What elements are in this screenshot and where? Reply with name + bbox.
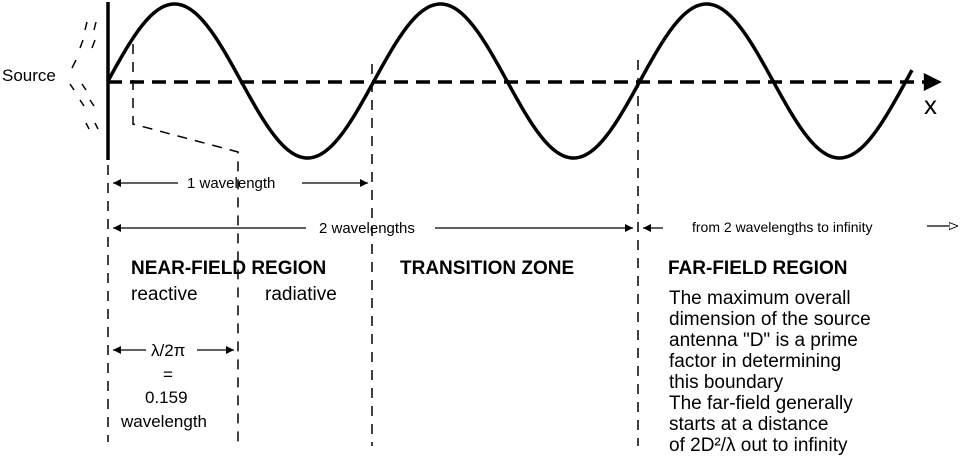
reactive-boundary-formula: λ/2π (151, 341, 186, 360)
description-line: of 2D²/λ out to infinity (669, 435, 848, 456)
transition-zone-title: TRANSITION ZONE (400, 258, 575, 279)
x-axis-label: x (924, 90, 937, 120)
reactive-label: reactive (131, 284, 198, 305)
one-wavelength-label: 1 wavelength (187, 175, 276, 192)
far-field-description: The maximum overall dimension of the sou… (669, 288, 871, 456)
two-wavelengths-label: 2 wavelengths (319, 220, 415, 237)
near-field-title: NEAR-FIELD REGION (131, 258, 327, 279)
description-line: factor in determining (669, 351, 842, 372)
boundary-reactive-radiative (132, 44, 239, 442)
reactive-boundary-equals: = (163, 365, 173, 384)
description-line: The maximum overall (669, 288, 851, 309)
reactive-boundary-unit: wavelength (121, 412, 208, 431)
source-label: Source (2, 66, 56, 85)
reactive-boundary-value: 0.159 (145, 388, 188, 407)
description-line: The far-field generally (669, 393, 853, 414)
radiative-label: radiative (265, 284, 337, 305)
source-emission-dashes (69, 21, 99, 130)
far-range-label: from 2 wavelengths to infinity (692, 219, 873, 235)
description-line: starts at a distance (669, 414, 829, 435)
description-line: antenna "D" is a prime (669, 330, 858, 351)
description-line: dimension of the source (669, 309, 871, 330)
far-field-title: FAR-FIELD REGION (668, 258, 848, 279)
description-line: this boundary (669, 372, 784, 393)
